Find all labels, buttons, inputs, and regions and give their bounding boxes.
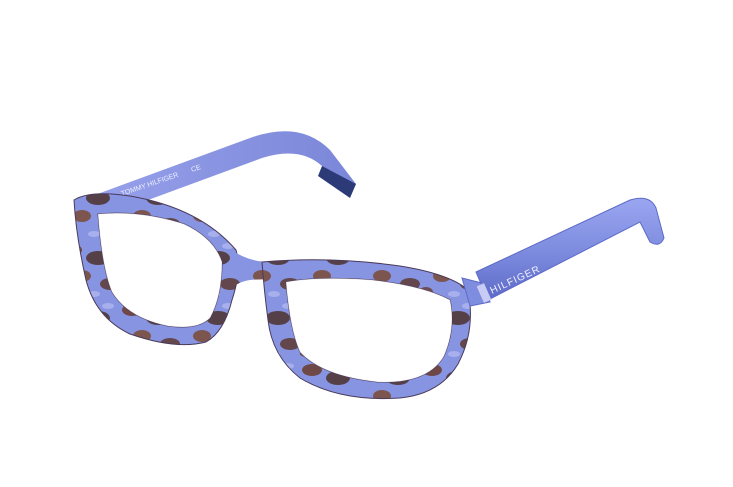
front-temple-arm: HILFIGER — [475, 197, 665, 303]
front-frame — [73, 193, 491, 400]
ce-mark: CE — [190, 164, 202, 174]
left-lens — [98, 213, 222, 327]
right-lens — [286, 278, 452, 383]
